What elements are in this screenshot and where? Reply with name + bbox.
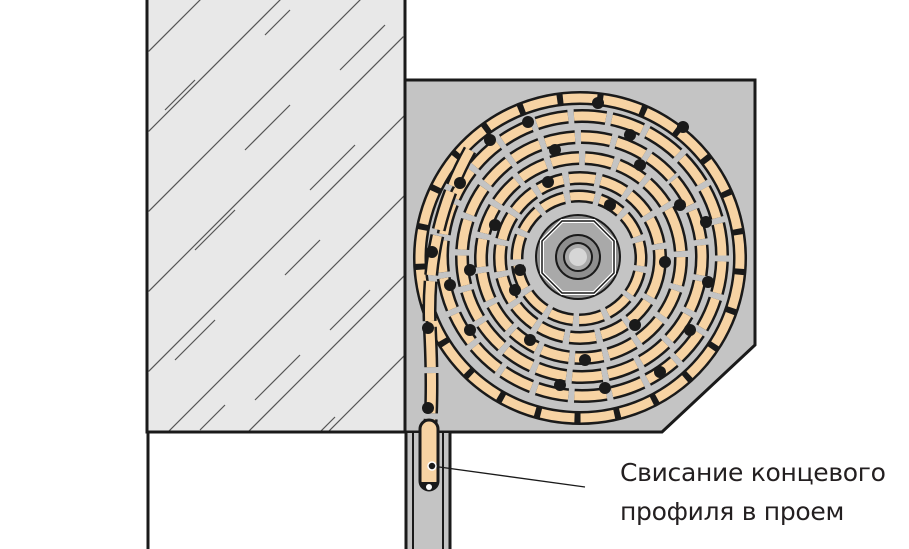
- slat-joints: [422, 97, 714, 414]
- octagonal-shaft: [535, 214, 621, 300]
- wall-hatch: [148, 0, 404, 431]
- guide-rail: [404, 432, 452, 549]
- window-opening: [146, 430, 405, 549]
- rolled-curtain: [413, 91, 747, 431]
- annotation-line-1: Свисание концевого: [620, 458, 886, 487]
- wall-lintel: [145, 0, 407, 434]
- leader-line: [427, 461, 586, 488]
- end-profile: [418, 418, 440, 492]
- annotation-line-2: профиля в проем: [620, 497, 845, 526]
